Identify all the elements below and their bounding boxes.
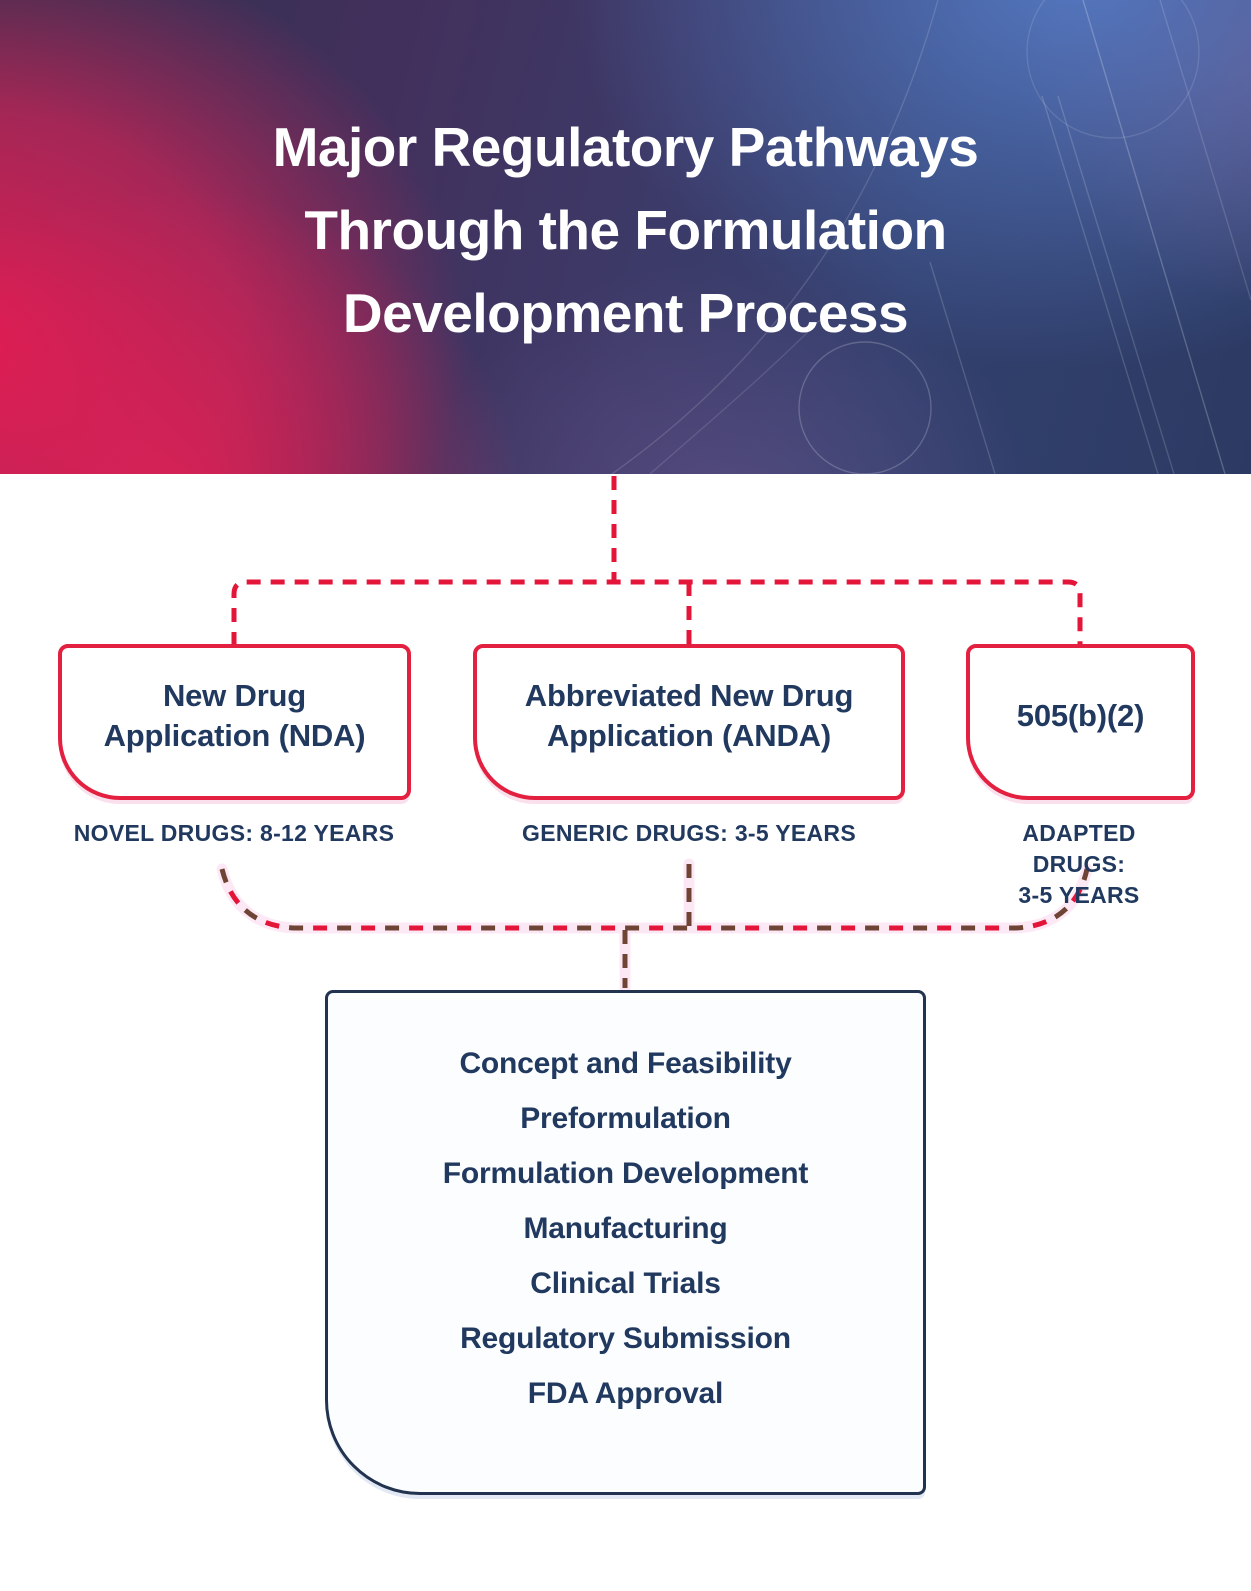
upper-connector	[231, 476, 1083, 646]
header-decorative-lines	[611, 0, 1251, 474]
pathway-box-nda: New Drug Application (NDA)	[58, 644, 411, 800]
pathway-box-nda-title: New Drug Application (NDA)	[103, 678, 366, 753]
pathway-box-505b2-title: 505(b)(2)	[1016, 698, 1145, 733]
pathway-label-nda: NOVEL DRUGS: 8-12 YEARS	[73, 820, 395, 846]
process-box: Concept and Feasibility Preformulation F…	[325, 990, 926, 1495]
lower-connector	[216, 858, 1093, 994]
header-banner: Major Regulatory Pathways Through the Fo…	[0, 0, 1251, 474]
pathway-box-anda: Abbreviated New Drug Application (ANDA)	[473, 644, 905, 800]
lower-connector-bracket-brown	[219, 868, 1090, 931]
process-step: Preformulation	[520, 1102, 731, 1135]
process-step: Manufacturing	[523, 1212, 728, 1245]
process-step: Concept and Feasibility	[459, 1047, 792, 1080]
upper-connector-bracket	[231, 579, 1083, 646]
page-title: Major Regulatory Pathways Through the Fo…	[272, 116, 979, 344]
pathway-label-505b2: ADAPTED DRUGS: 3-5 YEARS	[1018, 820, 1140, 908]
process-step: Formulation Development	[442, 1157, 809, 1190]
pathway-label-anda: GENERIC DRUGS: 3-5 YEARS	[522, 820, 856, 846]
process-step: Clinical Trials	[530, 1267, 721, 1300]
process-step: FDA Approval	[527, 1377, 724, 1410]
pathway-box-505b2: 505(b)(2)	[966, 644, 1195, 800]
lower-connector-glow-bracket	[216, 863, 1093, 934]
lower-connector-bracket-red	[219, 868, 1090, 931]
process-step: Regulatory Submission	[460, 1322, 791, 1355]
pathway-box-anda-title: Abbreviated New Drug Application (ANDA)	[524, 678, 854, 753]
